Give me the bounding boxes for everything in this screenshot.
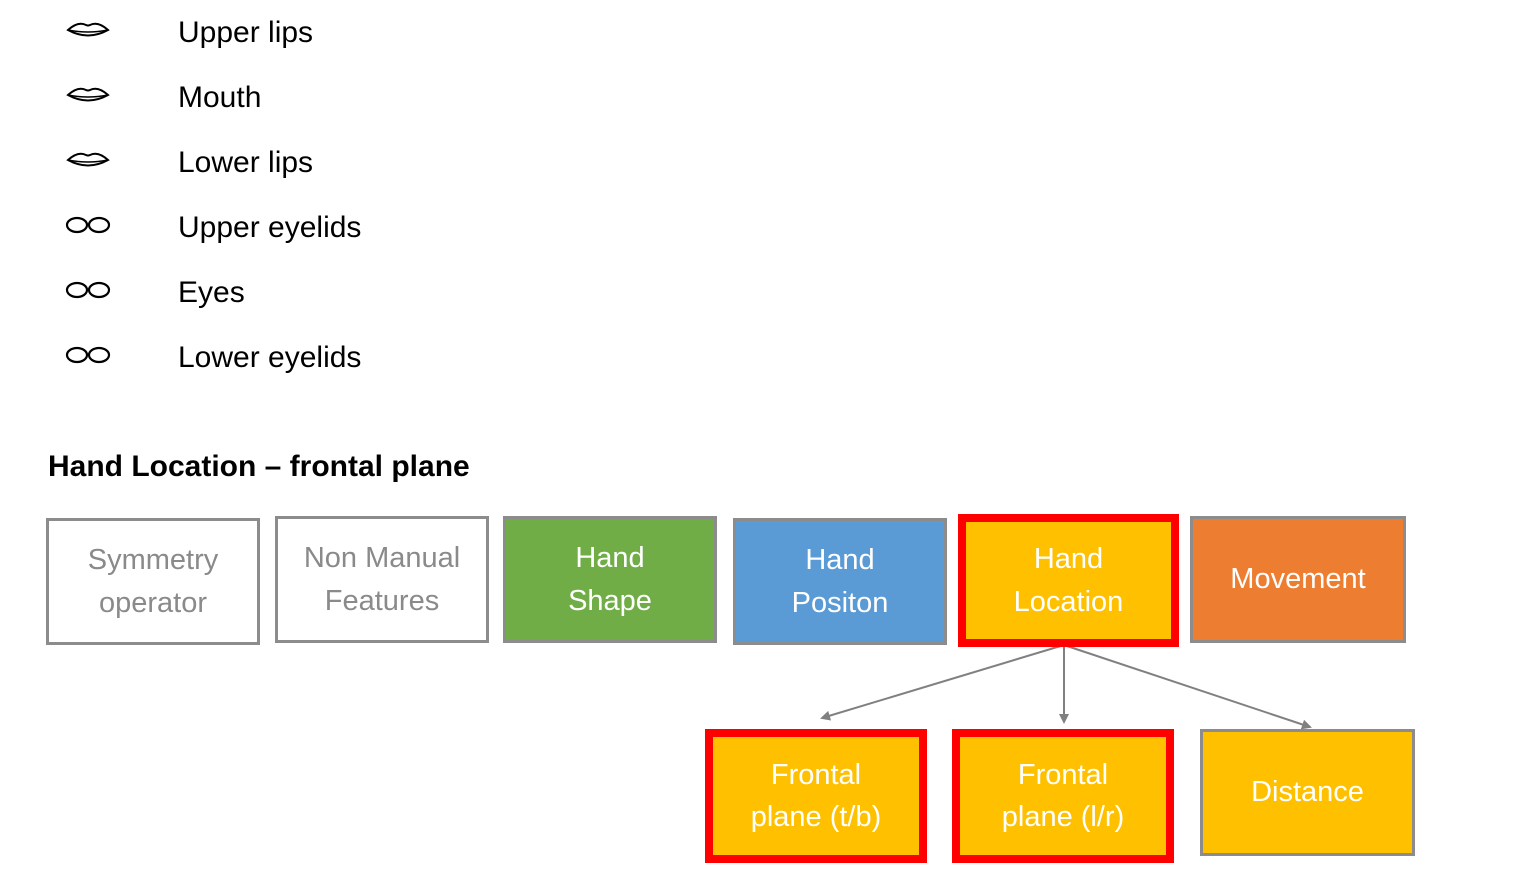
eyes-icon [65, 346, 111, 364]
distance-box: Distance [1200, 729, 1415, 856]
legend-label: Lower eyelids [178, 341, 362, 374]
legend-label: Upper lips [178, 16, 314, 49]
non-manual-features-box: Non Manual Features [275, 516, 489, 643]
box-label: Distance [1251, 776, 1364, 809]
hand-position-box: Hand Positon [733, 518, 947, 645]
movement-box: Movement [1190, 516, 1406, 643]
box-label: Movement [1230, 563, 1366, 596]
box-label: Frontal plane (l/r) [1001, 758, 1125, 833]
frontal-plane-tb-box: Frontal plane (t/b) [705, 729, 927, 863]
box-label: Hand Location [1013, 543, 1124, 618]
box-label: Symmetry operator [87, 544, 219, 619]
legend-item-upper-lips: Upper lips [0, 10, 600, 50]
legend-item-lower-lips: Lower lips [0, 140, 600, 180]
legend-item-eyes: Eyes [0, 270, 600, 310]
box-label: Hand Positon [791, 544, 889, 619]
eyes-icon [65, 281, 111, 299]
legend-label: Upper eyelids [178, 211, 362, 244]
hand-location-box: Hand Location [958, 514, 1179, 647]
legend-label: Eyes [178, 276, 245, 309]
eyes-icon [65, 216, 111, 234]
lips-icon [66, 152, 110, 167]
legend-item-upper-eyelids: Upper eyelids [0, 205, 600, 245]
symmetry-operator-box: Symmetry operator [46, 518, 260, 645]
legend-label: Lower lips [178, 146, 314, 179]
arrow-to-frontal-tb [820, 644, 1065, 721]
hand-shape-box: Hand Shape [503, 516, 717, 643]
arrow-to-distance [1063, 644, 1312, 730]
lips-icon [66, 22, 110, 37]
section-title: Hand Location – frontal plane [48, 450, 470, 483]
box-label: Non Manual Features [303, 542, 461, 617]
box-label: Frontal plane (t/b) [750, 758, 882, 833]
lips-icon [66, 87, 110, 102]
frontal-plane-lr-box: Frontal plane (l/r) [952, 729, 1174, 863]
legend-label: Mouth [178, 81, 262, 114]
legend-item-mouth: Mouth [0, 75, 600, 115]
box-label: Hand Shape [568, 542, 652, 617]
legend-item-lower-eyelids: Lower eyelids [0, 335, 600, 375]
